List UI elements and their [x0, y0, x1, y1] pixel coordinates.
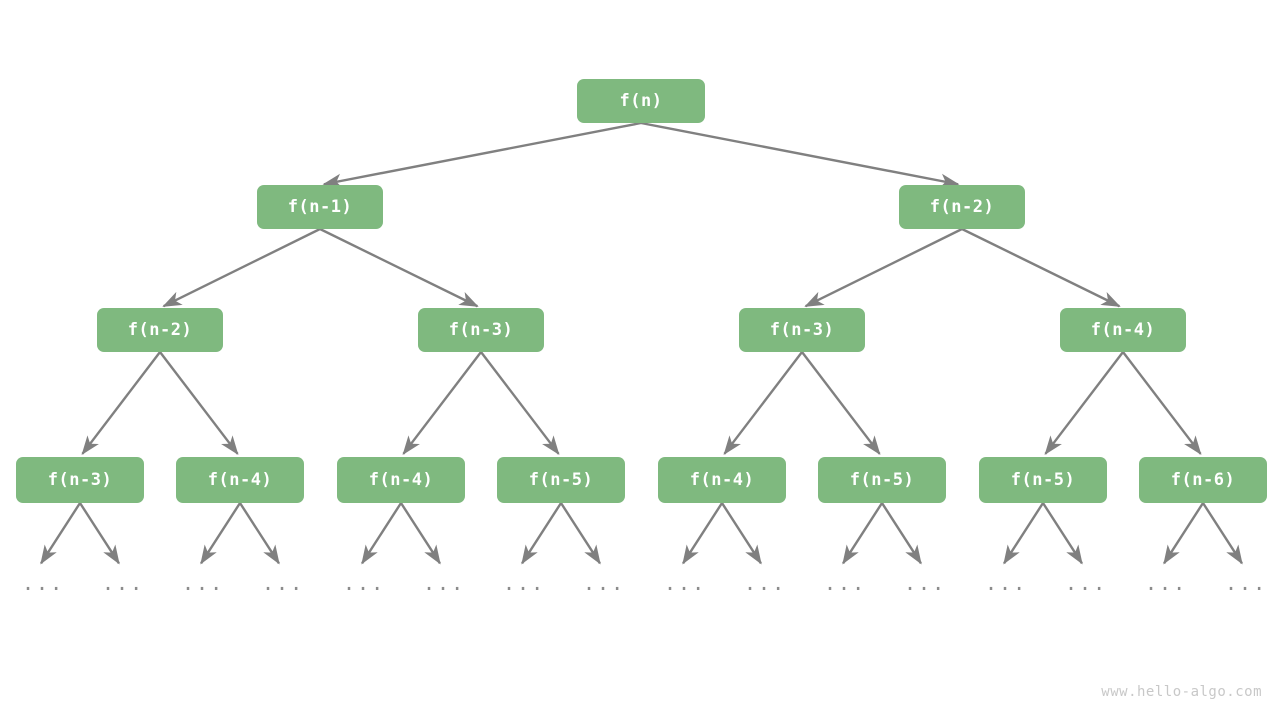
ellipsis-marker: ...: [262, 571, 305, 595]
tree-node-label: f(n-4): [689, 470, 755, 490]
tree-node-n2[interactable]: f(n-2): [899, 185, 1025, 229]
leaf-stub-edge-13: [1041, 502, 1083, 565]
leaf-stub-edge-15: [1201, 502, 1243, 565]
tree-edges: [81, 121, 1202, 455]
tree-node-label: f(n-2): [929, 197, 995, 217]
edge-n0-n1: [322, 121, 642, 188]
ellipsis-marker: ...: [182, 571, 225, 595]
leaf-stub-edge-10: [842, 502, 884, 565]
tree-node-n10[interactable]: f(n-5): [497, 457, 625, 503]
edge-n6-n13: [1044, 351, 1124, 455]
ellipsis-marker: ...: [1065, 571, 1108, 595]
tree-node-label: f(n-4): [1090, 320, 1156, 340]
tree-node-n7[interactable]: f(n-3): [16, 457, 144, 503]
tree-node-label: f(n-3): [769, 320, 835, 340]
edge-n5-n11: [723, 351, 803, 455]
leaf-stub-edge-9: [720, 502, 762, 565]
edge-n3-n7: [81, 351, 161, 455]
edge-n1-n3: [162, 227, 321, 308]
edge-n4-n10: [480, 351, 560, 455]
edge-n4-n9: [402, 351, 482, 455]
ellipsis-marker: ...: [904, 571, 947, 595]
tree-node-n9[interactable]: f(n-4): [337, 457, 465, 503]
leaf-stub-edge-1: [78, 502, 120, 565]
edge-n1-n4: [319, 227, 479, 308]
ellipsis-marker: ...: [22, 571, 65, 595]
leaf-stub-edge-2: [200, 502, 242, 565]
edge-n6-n14: [1122, 351, 1202, 455]
leaf-stub-edge-11: [880, 502, 922, 565]
tree-node-n3[interactable]: f(n-2): [97, 308, 223, 352]
tree-node-n0[interactable]: f(n): [577, 79, 705, 123]
leaf-stub-edge-12: [1003, 502, 1045, 565]
tree-node-label: f(n-5): [849, 470, 915, 490]
tree-node-label: f(n-5): [1010, 470, 1076, 490]
edge-n3-n8: [159, 351, 239, 455]
tree-node-label: f(n-5): [528, 470, 594, 490]
tree-node-n1[interactable]: f(n-1): [257, 185, 383, 229]
ellipsis-marker: ...: [1225, 571, 1268, 595]
edge-n5-n12: [801, 351, 881, 455]
tree-node-label: f(n-4): [368, 470, 434, 490]
ellipsis-marker: ...: [1145, 571, 1188, 595]
ellipsis-marker: ...: [343, 571, 386, 595]
ellipsis-marker: ...: [503, 571, 546, 595]
tree-node-n4[interactable]: f(n-3): [418, 308, 544, 352]
tree-node-n6[interactable]: f(n-4): [1060, 308, 1186, 352]
ellipsis-marker: ...: [583, 571, 626, 595]
leaf-stub-edges: [40, 502, 1243, 565]
edge-n2-n5: [804, 227, 963, 308]
leaf-stub-edge-0: [40, 502, 82, 565]
tree-node-n11[interactable]: f(n-4): [658, 457, 786, 503]
edge-n0-n2: [640, 121, 960, 188]
tree-node-label: f(n-6): [1170, 470, 1236, 490]
tree-node-label: f(n-3): [47, 470, 113, 490]
edge-n2-n6: [961, 227, 1121, 308]
tree-node-label: f(n-2): [127, 320, 193, 340]
tree-node-n8[interactable]: f(n-4): [176, 457, 304, 503]
leaf-stub-edge-3: [238, 502, 280, 565]
ellipsis-marker: ...: [824, 571, 867, 595]
tree-node-label: f(n-3): [448, 320, 514, 340]
tree-node-n13[interactable]: f(n-5): [979, 457, 1107, 503]
ellipsis-marker: ...: [102, 571, 145, 595]
leaf-stub-edge-7: [559, 502, 601, 565]
tree-node-label: f(n): [619, 91, 663, 111]
watermark: www.hello-algo.com: [1101, 684, 1262, 700]
tree-node-n5[interactable]: f(n-3): [739, 308, 865, 352]
tree-node-n14[interactable]: f(n-6): [1139, 457, 1267, 503]
ellipsis-marker: ...: [985, 571, 1028, 595]
ellipsis-marker: ...: [664, 571, 707, 595]
tree-node-label: f(n-4): [207, 470, 273, 490]
tree-node-label: f(n-1): [287, 197, 353, 217]
leaf-stub-edge-5: [399, 502, 441, 565]
leaf-stub-edge-14: [1163, 502, 1205, 565]
tree-node-n12[interactable]: f(n-5): [818, 457, 946, 503]
leaf-stub-edge-6: [521, 502, 563, 565]
leaf-stub-edge-4: [361, 502, 403, 565]
ellipsis-marker: ...: [423, 571, 466, 595]
leaf-stub-edge-8: [682, 502, 724, 565]
ellipsis-marker: ...: [744, 571, 787, 595]
